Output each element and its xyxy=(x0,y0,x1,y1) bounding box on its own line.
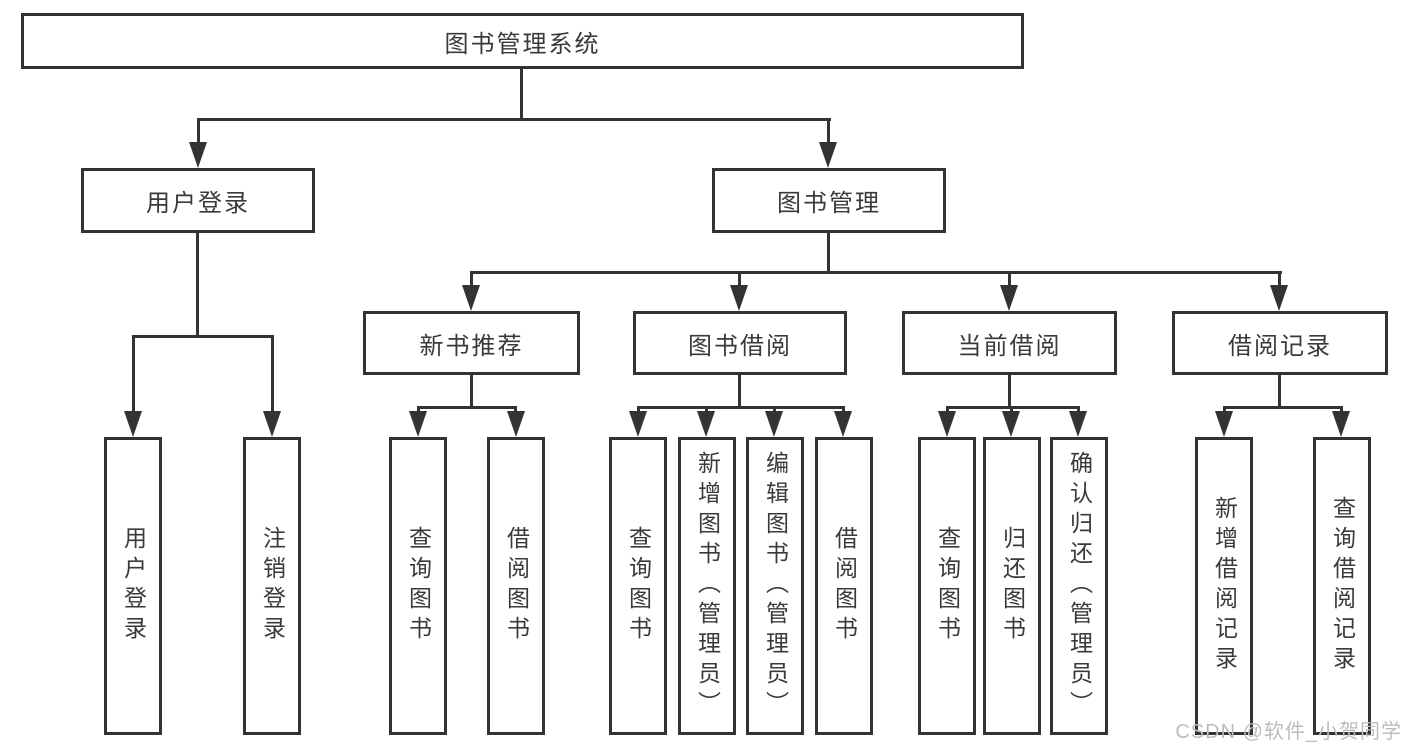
leaf-user-login: 用户登录 xyxy=(104,437,162,735)
connector-line xyxy=(637,406,845,409)
leaf-query-books-recommend: 查询图书 xyxy=(389,437,447,735)
node-current-borrow: 当前借阅 xyxy=(902,311,1117,375)
leaf-borrow-books: 借阅图书 xyxy=(815,437,873,735)
connector-line xyxy=(470,375,473,406)
connector-line xyxy=(827,233,830,271)
leaf-query-borrow-record-label: 查询借阅记录 xyxy=(1329,496,1356,676)
connector-line xyxy=(470,271,473,293)
connector-line xyxy=(738,375,741,406)
connector-line xyxy=(196,233,199,335)
connector-line xyxy=(1223,406,1343,409)
node-new-book-recommend-label: 新书推荐 xyxy=(419,332,524,360)
arrow-down-icon xyxy=(1332,411,1350,437)
connector-line xyxy=(1008,271,1011,293)
arrow-down-icon xyxy=(730,285,748,311)
node-book-management: 图书管理 xyxy=(712,168,946,233)
connector-line xyxy=(197,118,200,152)
leaf-logout: 注销登录 xyxy=(243,437,301,735)
node-book-management-label: 图书管理 xyxy=(777,190,881,217)
connector-line xyxy=(946,406,1080,409)
leaf-borrow-books-recommend: 借阅图书 xyxy=(487,437,545,735)
connector-line xyxy=(417,406,517,409)
node-borrow-records-label: 借阅记录 xyxy=(1228,332,1332,360)
leaf-add-books-admin-label: 新增图书（管理员） xyxy=(694,451,721,721)
node-user-login-label: 用户登录 xyxy=(146,190,250,217)
arrow-down-icon xyxy=(629,411,647,437)
connector-line xyxy=(197,118,831,121)
leaf-edit-books-admin: 编辑图书（管理员） xyxy=(746,437,804,735)
arrow-down-icon xyxy=(1069,411,1087,437)
leaf-add-borrow-record: 新增借阅记录 xyxy=(1195,437,1253,735)
arrow-down-icon xyxy=(263,411,281,437)
node-new-book-recommend: 新书推荐 xyxy=(363,311,580,375)
node-book-borrow: 图书借阅 xyxy=(633,311,847,375)
connector-line xyxy=(132,335,274,338)
node-root: 图书管理系统 xyxy=(21,13,1024,69)
arrow-down-icon xyxy=(834,411,852,437)
connector-line xyxy=(1278,271,1281,293)
leaf-borrow-books-label: 借阅图书 xyxy=(831,526,858,646)
leaf-query-books-recommend-label: 查询图书 xyxy=(405,526,432,646)
arrow-down-icon xyxy=(189,142,207,168)
node-root-label: 图书管理系统 xyxy=(444,30,601,58)
leaf-query-borrow-record: 查询借阅记录 xyxy=(1313,437,1371,735)
leaf-return-books: 归还图书 xyxy=(983,437,1041,735)
leaf-add-borrow-record-label: 新增借阅记录 xyxy=(1211,496,1238,676)
node-current-borrow-label: 当前借阅 xyxy=(957,332,1062,360)
connector-line xyxy=(738,271,741,293)
leaf-borrow-books-recommend-label: 借阅图书 xyxy=(503,526,530,646)
connector-line xyxy=(1278,375,1281,406)
connector-line xyxy=(520,68,523,120)
leaf-return-books-label: 归还图书 xyxy=(999,526,1026,646)
connector-line xyxy=(271,335,274,417)
leaf-confirm-return-admin-label: 确认归还（管理员） xyxy=(1066,451,1093,721)
leaf-query-books-current: 查询图书 xyxy=(918,437,976,735)
arrow-down-icon xyxy=(938,411,956,437)
node-borrow-records: 借阅记录 xyxy=(1172,311,1388,375)
leaf-logout-label: 注销登录 xyxy=(259,526,286,646)
arrow-down-icon xyxy=(1002,411,1020,437)
arrow-down-icon xyxy=(507,411,525,437)
arrow-down-icon xyxy=(462,285,480,311)
arrow-down-icon xyxy=(1215,411,1233,437)
leaf-add-books-admin: 新增图书（管理员） xyxy=(678,437,736,735)
arrow-down-icon xyxy=(819,142,837,168)
arrow-down-icon xyxy=(409,411,427,437)
arrow-down-icon xyxy=(1000,285,1018,311)
node-user-login: 用户登录 xyxy=(81,168,315,233)
leaf-query-books-borrow-label: 查询图书 xyxy=(625,526,652,646)
leaf-edit-books-admin-label: 编辑图书（管理员） xyxy=(762,451,789,721)
leaf-query-books-borrow: 查询图书 xyxy=(609,437,667,735)
leaf-confirm-return-admin: 确认归还（管理员） xyxy=(1050,437,1108,735)
connector-line xyxy=(470,271,1282,274)
connector-line xyxy=(1008,375,1011,406)
arrow-down-icon xyxy=(124,411,142,437)
arrow-down-icon xyxy=(697,411,715,437)
csdn-watermark: CSDN @软件_小贺同学 xyxy=(1175,721,1402,743)
connector-line xyxy=(827,118,830,152)
node-book-borrow-label: 图书借阅 xyxy=(688,332,792,360)
arrow-down-icon xyxy=(765,411,783,437)
leaf-query-books-current-label: 查询图书 xyxy=(934,526,961,646)
leaf-user-login-label: 用户登录 xyxy=(120,526,147,646)
connector-line xyxy=(132,335,135,417)
arrow-down-icon xyxy=(1270,285,1288,311)
